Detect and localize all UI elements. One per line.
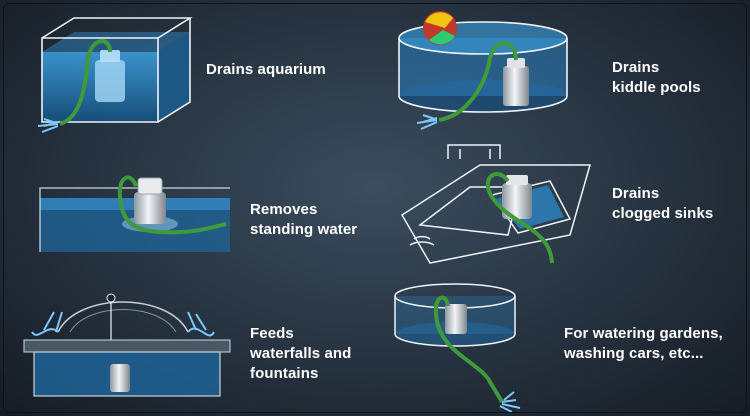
kiddle-pools-caption: Drains kiddle pools [612,59,701,96]
aquarium-illustration [37,17,193,133]
waterfalls-illustration [23,293,231,397]
standing-water-caption: Removes standing water [250,201,358,238]
standing-water-illustration [39,175,230,252]
kiddle-pool-illustration [398,11,568,130]
clogged-sink-illustration [400,144,591,264]
garden-hose-illustration [394,283,521,413]
aquarium-caption: Drains aquarium [206,61,326,78]
clogged-sinks-caption: Drains clogged sinks [612,185,714,222]
gardens-caption: For watering gardens, washing cars, etc.… [564,325,723,362]
waterfalls-caption: Feeds waterfalls and fountains [250,325,352,382]
